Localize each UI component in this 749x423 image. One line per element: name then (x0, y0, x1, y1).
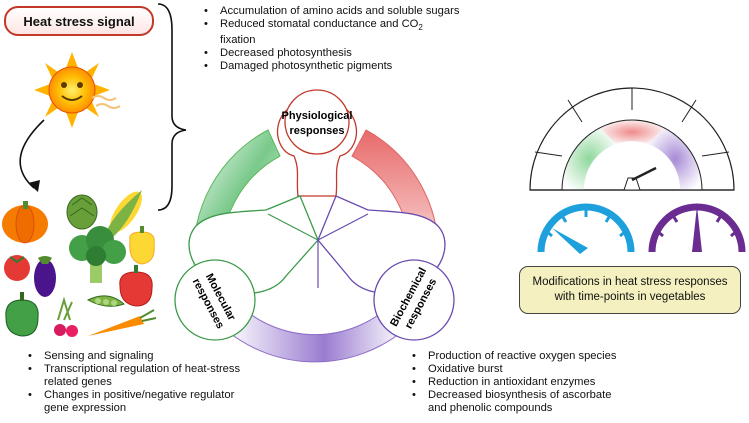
list-item-continuation: gene expression (44, 402, 127, 414)
tomato-icon (4, 255, 30, 281)
list-item: Reduction in antioxidant enzymes (408, 376, 708, 389)
list-item: Changes in positive/negative regulator (24, 389, 314, 402)
inner-line-green (267, 213, 319, 241)
list-item: Transcriptional regulation of heat-stres… (24, 363, 314, 376)
list-item: Sensing and signaling (24, 350, 314, 363)
sun-icon (34, 52, 121, 128)
pumpkin-icon (2, 201, 48, 244)
list-item: Decreased photosynthesis (200, 47, 530, 60)
list-item: Oxidative burst (408, 363, 708, 376)
biochemical-list: Production of reactive oxygen species Ox… (408, 350, 708, 415)
physiological-circle (284, 89, 350, 155)
co2-subscript: 2 (418, 23, 423, 33)
eggplant-icon (34, 256, 56, 297)
caption-line-1: Modifications in heat stress responses (532, 276, 728, 288)
list-item-continuation: fixation (220, 34, 256, 47)
gauge-icon (529, 87, 735, 191)
corn-icon (108, 190, 143, 238)
caption-line-2: with time-points in vegetables (554, 291, 706, 303)
inner-line-purple (317, 213, 369, 241)
list-item: Reduced stomatal conductance and CO2 (200, 18, 530, 34)
curved-arrow (19, 119, 45, 189)
physiological-label-1: Physiological (282, 110, 353, 122)
list-item-continuation: and phenolic compounds (428, 402, 553, 414)
peas-icon (86, 295, 125, 307)
list-item: Decreased biosynthesis of ascorbate (408, 389, 708, 402)
brace (157, 3, 187, 211)
list-item: Production of reactive oxygen species (408, 350, 708, 363)
pepper-icon (129, 226, 155, 265)
biochemical-circle (373, 259, 455, 341)
speedometer-icon-blue (537, 203, 635, 254)
molecular-circle (174, 259, 256, 341)
carrot-icon (88, 309, 157, 336)
list-item: Damaged photosynthetic pigments (200, 60, 530, 73)
list-item: Accumulation of amino acids and soluble … (200, 5, 530, 18)
molecular-list: Sensing and signaling Transcriptional re… (24, 350, 314, 415)
heat-stress-signal-label: Heat stress signal (23, 13, 135, 29)
physiological-label-2: responses (289, 125, 344, 137)
heat-stress-signal-box: Heat stress signal (4, 6, 154, 36)
broccoli-icon (69, 226, 126, 283)
caption-box: Modifications in heat stress responses w… (519, 266, 741, 314)
speedometer-icon-purple (648, 203, 746, 253)
red-pepper-icon (119, 265, 153, 307)
arrowhead (28, 180, 40, 192)
green-pepper-icon (5, 292, 39, 337)
artichoke-icon (66, 194, 98, 230)
list-item-continuation: related genes (44, 376, 112, 388)
radish-icon (54, 296, 78, 337)
physiological-list: Accumulation of amino acids and soluble … (200, 5, 530, 73)
